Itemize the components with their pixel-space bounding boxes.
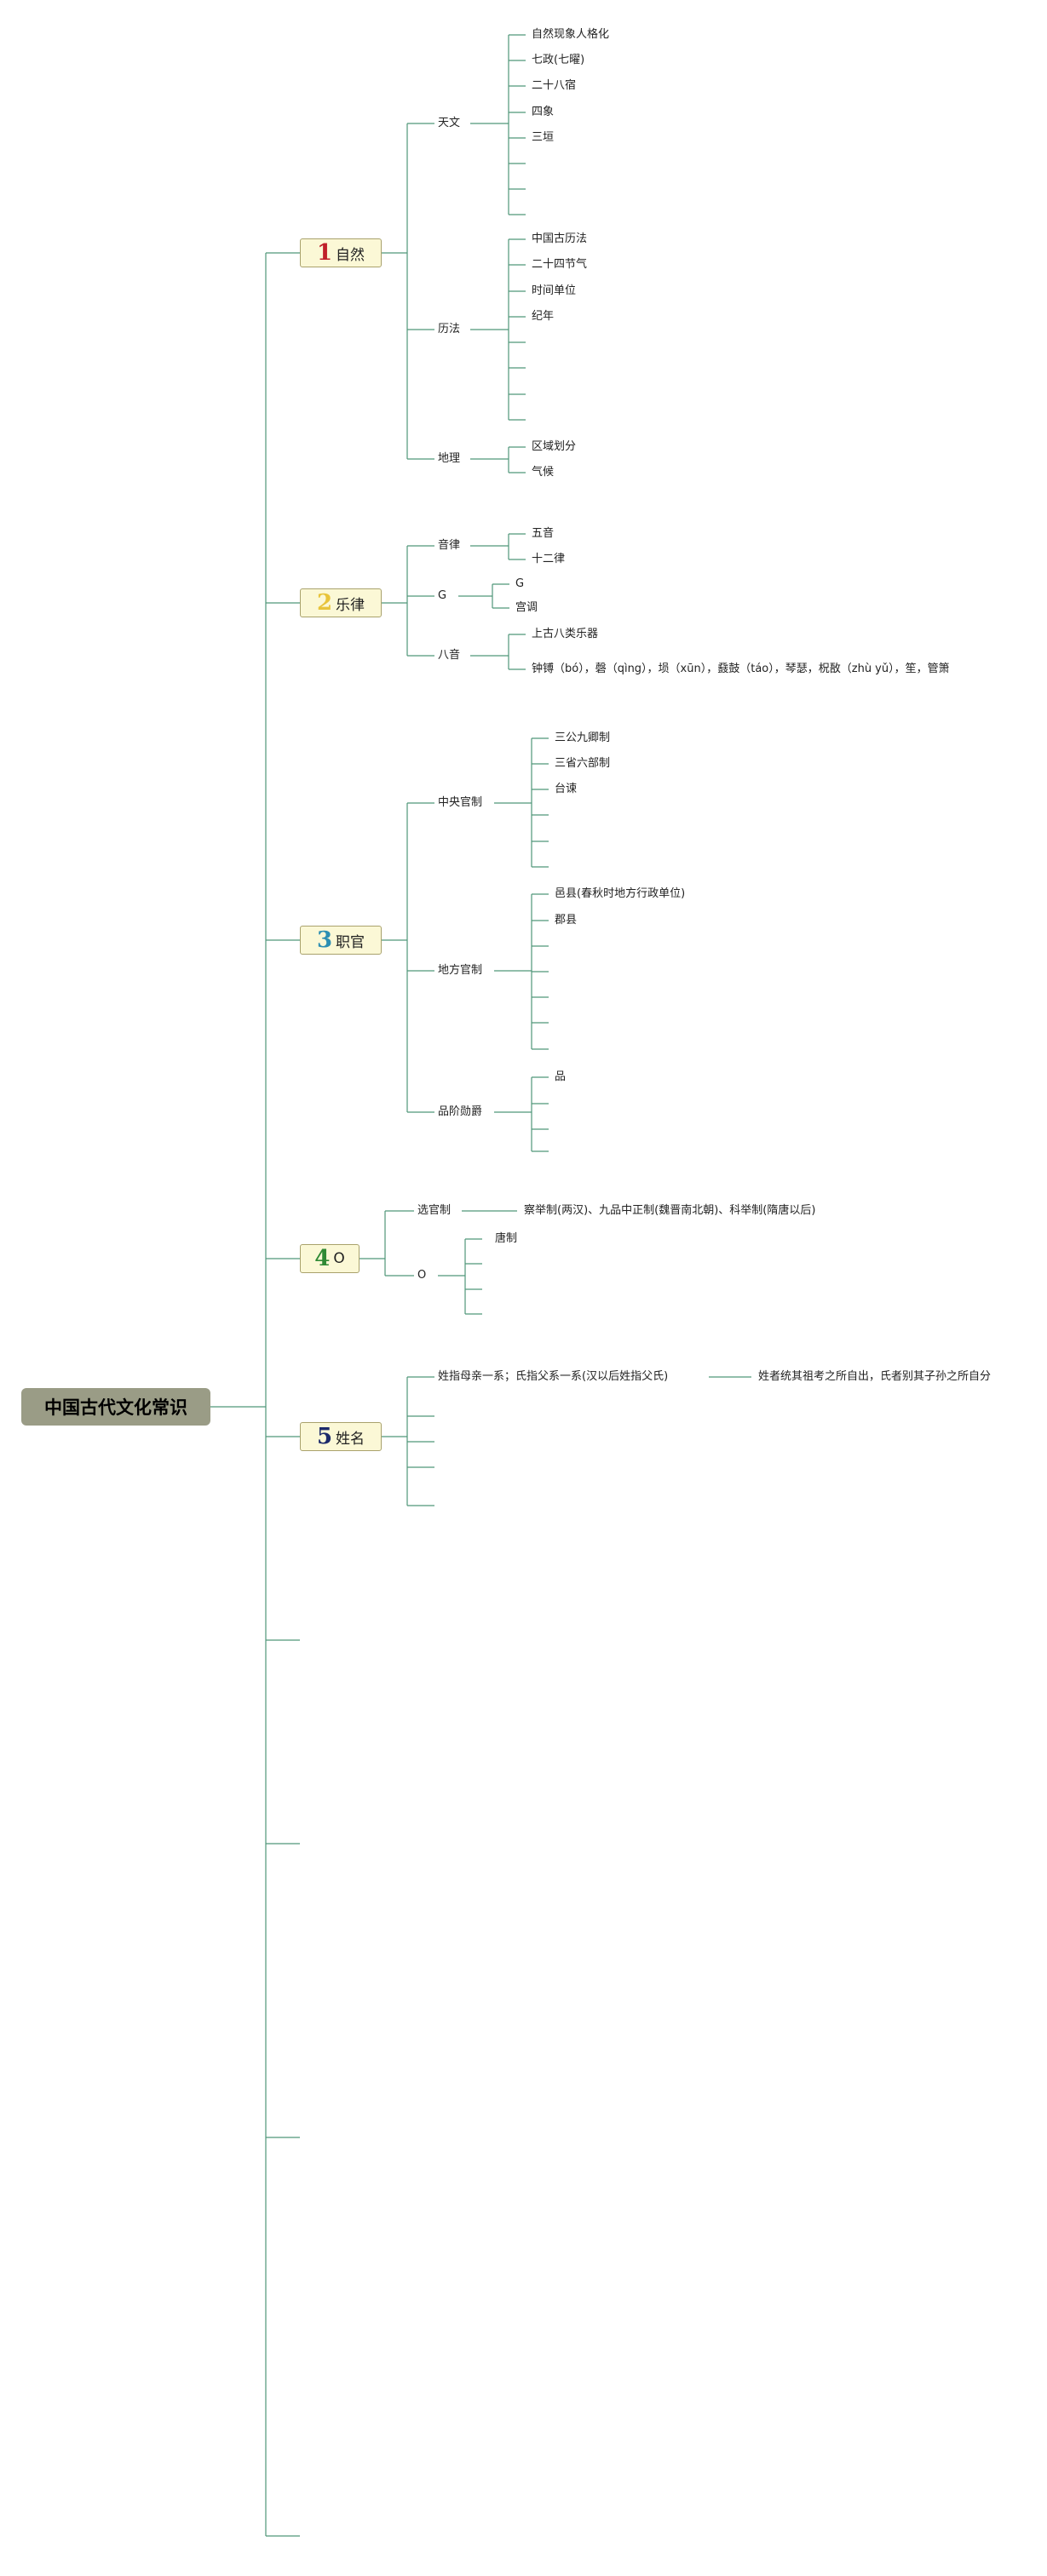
sub-label[interactable]: O [417, 1269, 427, 1282]
topic-label: 自然 [336, 246, 365, 264]
leaf-item[interactable]: 品 [555, 1070, 567, 1083]
topic-label: 姓名 [336, 1430, 365, 1448]
leaf-item[interactable]: 气候 [532, 466, 555, 479]
sub-label[interactable]: 天文 [438, 117, 461, 129]
leaf-item[interactable]: G [515, 577, 525, 590]
leaf-item[interactable]: 三省六部制 [555, 757, 611, 770]
sub-label[interactable]: G [438, 589, 447, 602]
topic-number: 4 [314, 1246, 331, 1271]
sub-label[interactable]: 地方官制 [438, 964, 483, 977]
topic-number: 1 [316, 240, 333, 266]
sub-label[interactable]: 姓指母亲一系；氏指父系一系(汉以后姓指父氏) [438, 1370, 669, 1383]
leaf-item[interactable]: 四象 [532, 106, 555, 118]
leaf-item[interactable]: 七政(七曜) [532, 54, 585, 66]
sub-label[interactable]: 品阶勋爵 [438, 1105, 483, 1118]
leaf-item[interactable]: 姓者统其祖考之所自出，氏者别其子孙之所自分 [758, 1370, 992, 1383]
leaf-item[interactable]: 自然现象人格化 [532, 28, 610, 41]
leaf-item[interactable]: 十二律 [532, 553, 566, 565]
sub-label[interactable]: 八音 [438, 649, 461, 662]
leaf-item[interactable]: 钟镈（bó），磬（qìng），埙（xūn），鼗鼓（táo），琴瑟，柷敔（zhù … [532, 663, 950, 675]
leaf-item[interactable]: 上古八类乐器 [532, 628, 599, 640]
leaf-item[interactable]: 宫调 [515, 601, 538, 614]
sub-label[interactable]: 音律 [438, 539, 461, 552]
leaf-item[interactable]: 区域划分 [532, 440, 577, 453]
topic-label: 职官 [336, 933, 365, 951]
topic-label: 乐律 [336, 596, 365, 614]
sub-label[interactable]: 地理 [438, 452, 461, 465]
topic-number: 5 [316, 1424, 333, 1449]
sub-label[interactable]: 中央官制 [438, 796, 483, 809]
leaf-item[interactable]: 二十四节气 [532, 258, 588, 271]
leaf-item[interactable]: 三公九卿制 [555, 731, 611, 744]
leaf-item[interactable]: 邑县(春秋时地方行政单位) [555, 887, 686, 900]
leaf-item[interactable]: 时间单位 [532, 284, 577, 297]
leaf-item[interactable]: 二十八宿 [532, 79, 577, 92]
leaf-item[interactable]: 唐制 [495, 1232, 518, 1245]
leaf-item[interactable]: 五音 [532, 527, 555, 540]
leaf-item[interactable]: 台谏 [555, 783, 578, 795]
leaf-item[interactable]: 郡县 [555, 914, 578, 927]
leaf-item[interactable]: 纪年 [532, 310, 555, 323]
topic-label: O [333, 1250, 345, 1267]
sub-label[interactable]: 历法 [438, 323, 461, 336]
leaf-item[interactable]: 察举制(两汉)、九品中正制(魏晋南北朝)、科举制(隋唐以后) [524, 1204, 816, 1217]
root-node[interactable]: 中国古代文化常识 [21, 1388, 210, 1426]
sub-label[interactable]: 选官制 [417, 1204, 452, 1217]
topic-number: 2 [316, 590, 333, 616]
leaf-item[interactable]: 中国古历法 [532, 232, 588, 245]
topic-number: 3 [316, 927, 333, 953]
leaf-item[interactable]: 三垣 [532, 131, 555, 144]
